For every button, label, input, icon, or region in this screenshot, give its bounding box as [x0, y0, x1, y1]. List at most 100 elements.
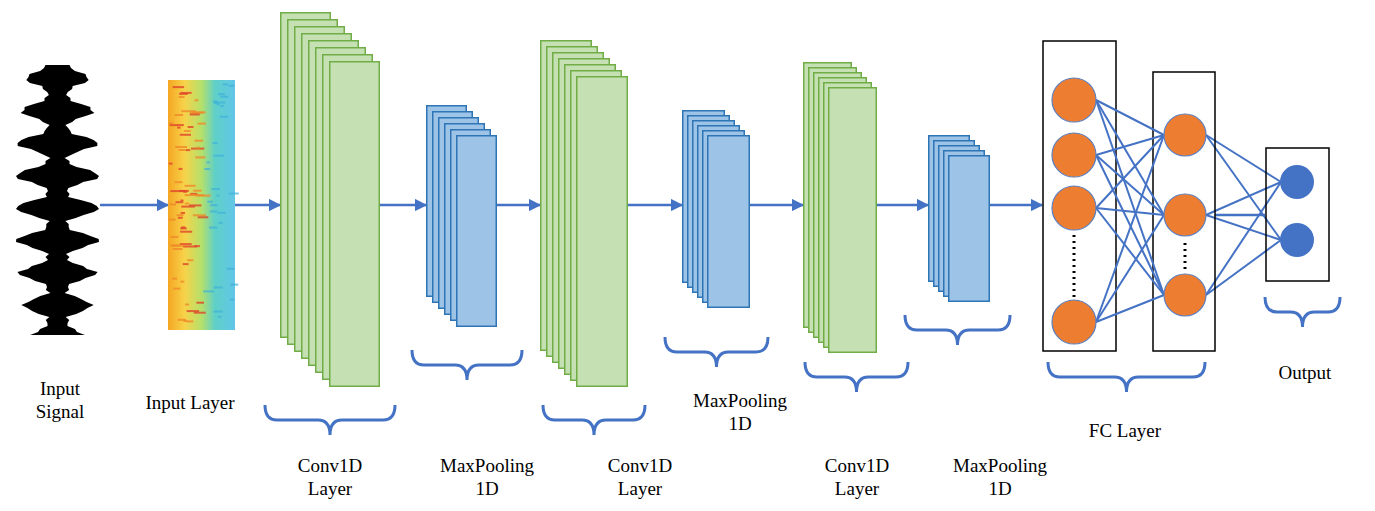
spectrogram-stripe	[179, 93, 188, 95]
bracket	[665, 337, 768, 367]
spectrogram-stripe	[185, 185, 196, 187]
bracket	[412, 350, 522, 380]
spectrogram-stripe	[193, 214, 206, 216]
spectrogram-stripe	[180, 281, 184, 283]
spectrogram-stripe	[218, 316, 222, 318]
spectrogram-stripe	[220, 105, 224, 107]
neuron	[1164, 114, 1206, 156]
layer-frame	[1266, 148, 1329, 281]
spectrogram-stripe	[173, 248, 183, 250]
spectrogram-stripe	[170, 204, 176, 206]
spectrogram-stripe	[210, 211, 218, 213]
layer-label: Input Signal	[23, 378, 98, 424]
layer-node: Conv1D Layer	[803, 62, 877, 353]
layer-label: MaxPooling 1D	[432, 455, 542, 501]
layer-label: Input Layer	[120, 392, 260, 415]
spectrogram-stripe	[179, 149, 186, 151]
spectrogram-stripe	[195, 156, 205, 158]
neuron	[1052, 133, 1096, 177]
layer-graphic	[540, 40, 628, 387]
spectrogram-stripe	[179, 168, 183, 170]
spectrogram-stripe	[218, 212, 226, 214]
spectrogram-stripe	[176, 214, 183, 216]
spectrogram-stripe	[180, 227, 186, 229]
layer-graphic	[803, 62, 877, 353]
layer-frame	[1043, 41, 1116, 351]
spectrogram-stripe	[227, 268, 235, 270]
spectrogram-stripe	[213, 142, 218, 144]
spectrogram-stripe	[173, 288, 180, 290]
spectrogram-stripe	[179, 96, 185, 98]
spectrogram-stripe	[197, 195, 211, 197]
bracket	[805, 362, 908, 392]
layer-label: MaxPooling 1D	[945, 455, 1055, 501]
mesh-line	[1206, 240, 1281, 295]
spectrogram-stripe	[181, 226, 185, 228]
spectrogram-stripe	[214, 311, 223, 313]
neuron	[1052, 186, 1096, 230]
spectrogram-stripe	[214, 287, 223, 289]
neuron	[1052, 78, 1096, 122]
mesh-line	[1096, 295, 1164, 322]
spectrogram-stripe	[188, 126, 194, 128]
bracket	[905, 315, 1010, 345]
spectrogram-stripe	[218, 93, 225, 95]
spectrogram-stripe	[220, 96, 228, 98]
spectrogram-stripe	[213, 100, 217, 102]
mesh-line	[1096, 208, 1164, 295]
spectrogram-stripe	[184, 130, 191, 132]
pooled-map	[949, 156, 990, 302]
spectrogram-stripe	[206, 161, 210, 163]
flow-arrow	[750, 204, 803, 207]
flow-arrow	[100, 204, 168, 207]
bracket	[265, 405, 395, 435]
spectrogram-stripe	[187, 310, 200, 312]
layer-node: Conv1D Layer	[540, 40, 628, 387]
spectrogram-stripe	[210, 204, 217, 206]
spectrogram-stripe	[195, 140, 204, 142]
spectrogram-stripe	[196, 302, 204, 304]
ellipsis-dots	[1184, 243, 1187, 270]
flow-arrow	[380, 204, 426, 207]
pooled-map	[708, 136, 750, 308]
spectrogram-stripe	[230, 284, 238, 286]
mesh-line	[1206, 135, 1281, 182]
spectrogram-stripe	[190, 114, 200, 116]
flow-arrow	[497, 204, 540, 207]
layer-label: MaxPooling 1D	[685, 390, 795, 436]
spectrogram-stripe	[169, 163, 173, 165]
mesh-line	[1096, 135, 1164, 208]
spectrogram-stripe	[185, 304, 189, 306]
layer-node: MaxPooling 1D	[682, 110, 750, 308]
spectrogram-stripe	[220, 116, 229, 118]
layer-graphic	[280, 12, 380, 387]
feature-map	[829, 88, 877, 353]
layer-node: FC Layer	[1042, 40, 1215, 352]
spectrogram-stripe	[209, 227, 217, 229]
spectrogram-stripe	[186, 149, 191, 151]
flow-arrow	[877, 204, 928, 207]
flow-arrow	[628, 204, 682, 207]
spectrogram-stripe	[169, 219, 176, 221]
waveform	[16, 65, 99, 335]
spectrogram	[168, 80, 235, 330]
mesh-line	[1206, 215, 1281, 240]
spectrogram-stripe	[183, 263, 189, 265]
layer-graphic	[1042, 40, 1215, 352]
layer-node: MaxPooling 1D	[426, 105, 497, 327]
spectrogram-stripe	[219, 222, 223, 224]
spectrogram-stripe	[172, 278, 177, 280]
layer-graphic	[426, 105, 497, 327]
layer-graphic	[928, 135, 990, 302]
layer-node: Input Signal	[15, 62, 100, 338]
spectrogram-stripe	[191, 148, 204, 150]
layer-node: Output	[1265, 147, 1330, 282]
layer-graphic	[1265, 147, 1330, 282]
mesh-line	[1096, 155, 1164, 295]
spectrogram-stripe	[217, 103, 220, 105]
layer-label: FC Layer	[1065, 420, 1185, 443]
spectrogram-stripe	[212, 188, 220, 190]
spectrogram-stripe	[175, 146, 187, 148]
spectrogram-stripe	[223, 83, 228, 85]
